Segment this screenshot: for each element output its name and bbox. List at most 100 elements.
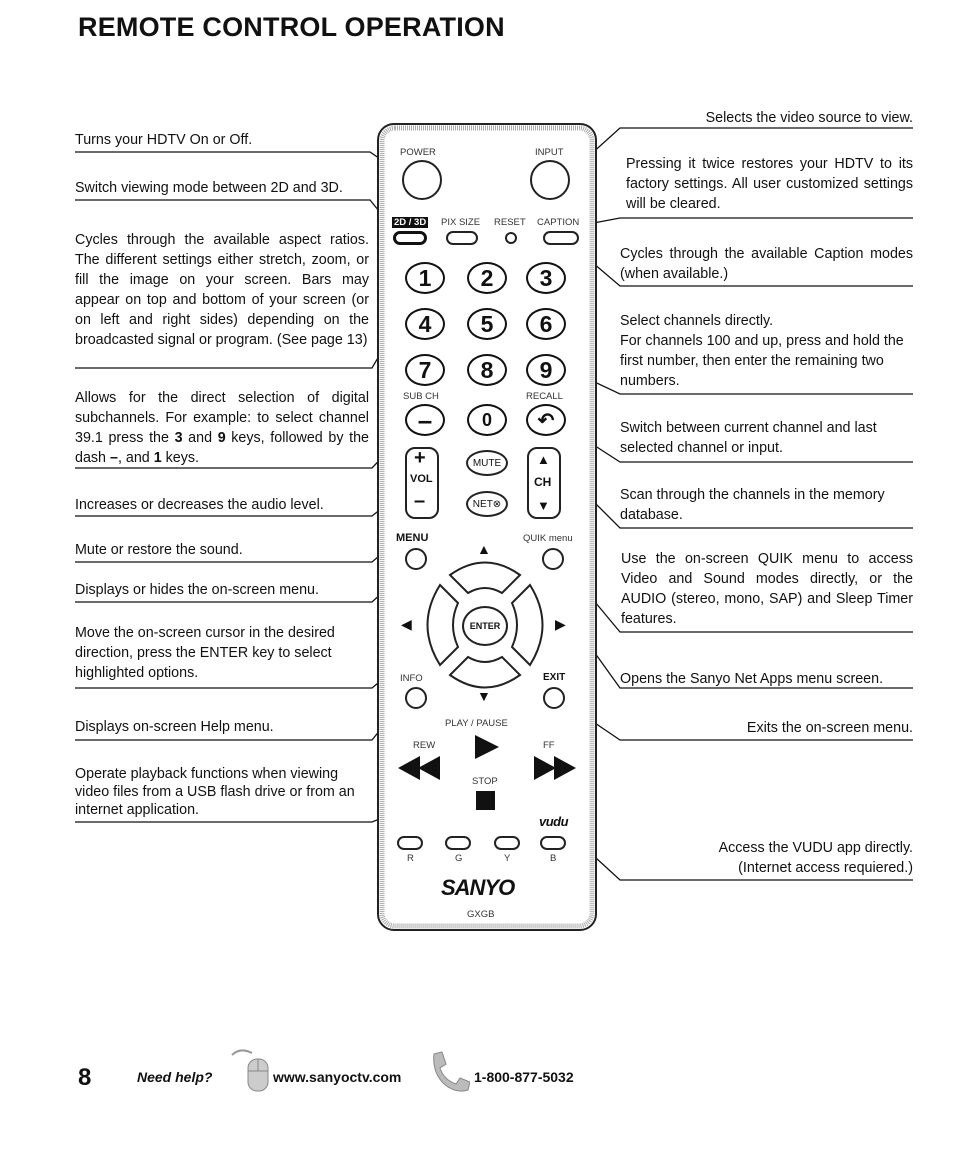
enter-button[interactable]: ENTER bbox=[462, 606, 508, 646]
support-phone: 1-800-877-5032 bbox=[474, 1069, 574, 1085]
desc-playback: Operate playback functions when viewing … bbox=[75, 766, 355, 818]
mouse-icon bbox=[231, 1049, 269, 1092]
ch-down-button[interactable]: ▼ bbox=[537, 498, 550, 513]
vol-up-button[interactable]: + bbox=[414, 447, 426, 469]
exit-button[interactable] bbox=[543, 687, 565, 709]
ch-up-button[interactable]: ▲ bbox=[537, 452, 550, 467]
desc-caption: Cycles through the available Caption mod… bbox=[620, 246, 913, 282]
digit-4-button[interactable]: 4 bbox=[405, 308, 445, 340]
dpad-down-segment bbox=[448, 655, 522, 689]
rew-button[interactable] bbox=[396, 754, 442, 782]
rewind-icon bbox=[398, 756, 440, 780]
label-sub-ch: SUB CH bbox=[403, 391, 439, 402]
desc-reset: Pressing it twice restores your HDTV to … bbox=[626, 156, 913, 212]
label-2d3d: 2D / 3D bbox=[392, 217, 429, 228]
desc-sub-ch: Allows for the direct selection of digit… bbox=[75, 390, 370, 466]
label-quik: QUIK menu bbox=[523, 533, 573, 544]
label-exit: EXIT bbox=[543, 672, 566, 683]
desc-2d3d: Switch viewing mode between 2D and 3D. bbox=[75, 180, 343, 196]
channel-rocker[interactable] bbox=[527, 447, 561, 519]
label-b: B bbox=[550, 853, 557, 864]
desc-channels-1: Select channels directly. bbox=[620, 313, 774, 329]
label-info: INFO bbox=[400, 673, 423, 684]
red-key-button[interactable] bbox=[397, 836, 423, 850]
net-button[interactable]: NET⊗ bbox=[466, 491, 508, 517]
label-menu: MENU bbox=[396, 532, 429, 544]
cursor-right-button[interactable]: ▶ bbox=[555, 616, 566, 632]
desc-cursor: Move the on-screen cursor in the desired… bbox=[75, 625, 335, 681]
digit-2-button[interactable]: 2 bbox=[467, 262, 507, 294]
power-button[interactable] bbox=[402, 160, 442, 200]
cursor-left-button[interactable]: ◀ bbox=[401, 616, 412, 632]
label-r: R bbox=[407, 853, 414, 864]
page-number: 8 bbox=[78, 1064, 92, 1091]
desc-exit: Exits the on-screen menu. bbox=[746, 720, 913, 736]
play-pause-button[interactable] bbox=[472, 733, 502, 761]
dpad-left-segment bbox=[426, 583, 460, 667]
mode-2d3d-button[interactable] bbox=[393, 231, 427, 245]
vol-down-button[interactable]: – bbox=[414, 490, 426, 512]
digit-1-button[interactable]: 1 bbox=[405, 262, 445, 294]
desc-channels-2: For channels 100 and up, press and hold … bbox=[620, 333, 904, 389]
input-button[interactable] bbox=[530, 160, 570, 200]
desc-vudu-1: Access the VUDU app directly. bbox=[718, 840, 913, 856]
desc-info: Displays on-screen Help menu. bbox=[75, 719, 274, 735]
phone-icon bbox=[433, 1051, 470, 1092]
digit-7-button[interactable]: 7 bbox=[405, 354, 445, 386]
model-label: GXGB bbox=[467, 909, 495, 920]
digit-5-button[interactable]: 5 bbox=[467, 308, 507, 340]
leader-2d3d bbox=[75, 199, 397, 233]
ff-button[interactable] bbox=[532, 754, 578, 782]
dpad-up-segment bbox=[448, 561, 522, 595]
label-g: G bbox=[455, 853, 463, 864]
pix-size-button[interactable] bbox=[446, 231, 478, 245]
stop-button[interactable] bbox=[476, 791, 495, 810]
green-key-button[interactable] bbox=[445, 836, 471, 850]
need-help-text: Need help? bbox=[137, 1069, 213, 1085]
desc-menu: Displays or hides the on-screen menu. bbox=[75, 582, 319, 598]
digit-0-button[interactable]: 0 bbox=[467, 404, 507, 436]
desc-mute: Mute or restore the sound. bbox=[75, 542, 243, 558]
label-recall: RECALL bbox=[526, 391, 563, 402]
desc-ch-scan: Scan through the channels in the memory … bbox=[620, 487, 885, 523]
desc-vudu-2: (Internet access requiered.) bbox=[738, 860, 913, 876]
yellow-key-button[interactable] bbox=[494, 836, 520, 850]
label-play-pause: PLAY / PAUSE bbox=[445, 718, 508, 729]
label-vol: VOL bbox=[410, 473, 433, 485]
digit-3-button[interactable]: 3 bbox=[526, 262, 566, 294]
label-ch: CH bbox=[534, 475, 552, 489]
label-rew: REW bbox=[413, 740, 436, 751]
vudu-button[interactable] bbox=[540, 836, 566, 850]
cursor-down-button[interactable]: ▼ bbox=[477, 688, 491, 704]
label-power: POWER bbox=[400, 147, 436, 158]
caption-button[interactable] bbox=[543, 231, 579, 245]
digit-6-button[interactable]: 6 bbox=[526, 308, 566, 340]
label-input: INPUT bbox=[535, 147, 564, 158]
recall-button[interactable]: ↶ bbox=[526, 404, 566, 436]
desc-input: Selects the video source to view. bbox=[705, 110, 913, 126]
reset-button[interactable] bbox=[505, 232, 517, 244]
support-url[interactable]: www.sanyoctv.com bbox=[273, 1069, 402, 1085]
label-pix-size: PIX SIZE bbox=[441, 217, 481, 228]
info-button[interactable] bbox=[405, 687, 427, 709]
label-ff: FF bbox=[543, 740, 555, 751]
menu-button[interactable] bbox=[405, 548, 427, 570]
digit-8-button[interactable]: 8 bbox=[467, 354, 507, 386]
desc-quik: Use the on-screen QUIK menu to access Vi… bbox=[621, 551, 913, 627]
brand-logo: SANYO bbox=[441, 875, 515, 900]
recall-icon: ↶ bbox=[537, 409, 555, 432]
leader-power bbox=[75, 151, 409, 179]
volume-rocker[interactable] bbox=[405, 447, 439, 519]
quik-menu-button[interactable] bbox=[542, 548, 564, 570]
cursor-up-button[interactable]: ▲ bbox=[477, 541, 491, 557]
sub-ch-button[interactable]: – bbox=[405, 404, 445, 436]
label-caption: CAPTION bbox=[537, 217, 580, 228]
play-icon bbox=[475, 735, 499, 759]
label-y: Y bbox=[504, 853, 511, 864]
label-reset: RESET bbox=[494, 217, 526, 228]
fast-forward-icon bbox=[534, 756, 576, 780]
digit-9-button[interactable]: 9 bbox=[526, 354, 566, 386]
label-stop: STOP bbox=[472, 776, 498, 787]
desc-net: Opens the Sanyo Net Apps menu screen. bbox=[620, 671, 884, 687]
mute-button[interactable]: MUTE bbox=[466, 450, 508, 476]
